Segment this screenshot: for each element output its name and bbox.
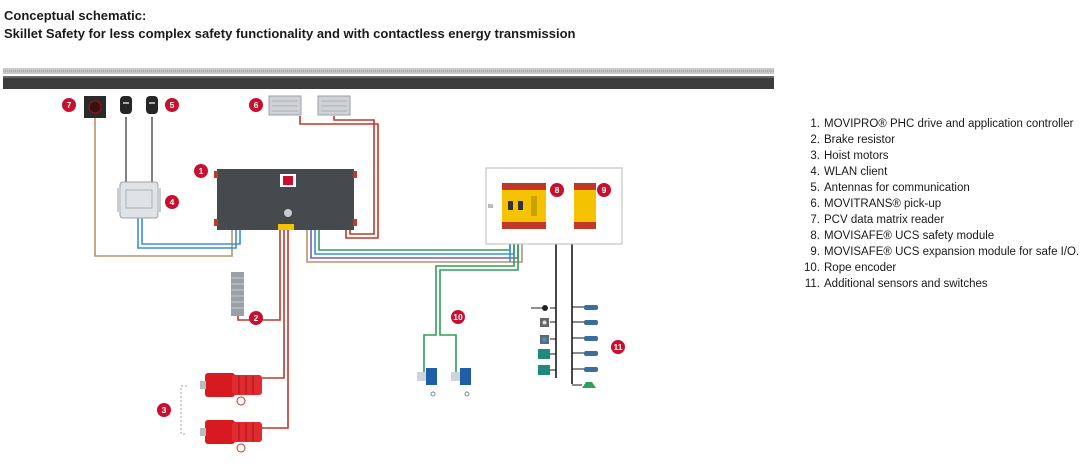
brake-resistor (231, 272, 244, 316)
svg-text:2: 2 (254, 313, 259, 323)
svg-text:8: 8 (555, 185, 560, 195)
rope-encoder-right (451, 368, 471, 397)
legend-item: 6.MOVITRANS® pick-up (810, 198, 942, 210)
badge-2: 2 (249, 311, 263, 325)
legend-item: 4.WLAN client (810, 166, 888, 178)
page-subtitle: Skillet Safety for less complex safety f… (4, 26, 576, 41)
badge-9: 9 (597, 183, 611, 197)
wlan-client (117, 181, 161, 219)
movitrans-pickups (268, 95, 351, 116)
movisafe-ucs-expansion-module (574, 183, 596, 229)
legend-item: 5.Antennas for communication (810, 182, 970, 194)
svg-text:9: 9 (602, 185, 607, 195)
svg-text:3: 3 (162, 405, 167, 415)
badge-3: 3 (157, 403, 171, 417)
svg-text:6: 6 (254, 100, 259, 110)
svg-text:5: 5 (170, 100, 175, 110)
wires (94, 116, 573, 429)
legend-item: 2.Brake resistor (810, 134, 895, 146)
rope-encoder-left (417, 368, 437, 397)
svg-text:10: 10 (453, 312, 463, 322)
legend-item: 3.Hoist motors (810, 150, 889, 162)
legend-item: 9.MOVISAFE® UCS expansion module for saf… (810, 246, 1080, 258)
pcv-data-matrix-reader (84, 96, 106, 118)
hoist-motor-1 (200, 373, 262, 406)
badge-7: 7 (62, 98, 76, 112)
movisafe-ucs-safety-module (502, 183, 546, 229)
badge-5: 5 (165, 98, 179, 112)
legend-item: 10.Rope encoder (804, 262, 897, 274)
legend-item: 7.PCV data matrix reader (810, 214, 945, 226)
svg-text:4: 4 (170, 197, 175, 207)
svg-text:7: 7 (67, 100, 72, 110)
antennas (120, 96, 158, 114)
badge-8: 8 (550, 183, 564, 197)
page-title: Conceptual schematic: (4, 8, 147, 23)
badge-6: 6 (249, 98, 263, 112)
badge-11: 11 (611, 340, 625, 354)
legend-item: 1.MOVIPRO® PHC drive and application con… (810, 118, 1074, 130)
legend-item: 11.Additional sensors and switches (804, 278, 988, 290)
motor-group-bracket (180, 385, 187, 435)
component-legend: 1.MOVIPRO® PHC drive and application con… (800, 116, 1079, 292)
hoist-motor-2 (200, 420, 262, 453)
rail (3, 68, 774, 89)
badge-4: 4 (165, 195, 179, 209)
sensors-and-switches (531, 305, 598, 388)
badge-10: 10 (451, 310, 465, 324)
legend-item: 8.MOVISAFE® UCS safety module (810, 230, 995, 242)
movipro-controller (214, 169, 357, 230)
svg-text:1: 1 (199, 166, 204, 176)
svg-text:11: 11 (614, 342, 623, 352)
badge-1: 1 (194, 164, 208, 178)
